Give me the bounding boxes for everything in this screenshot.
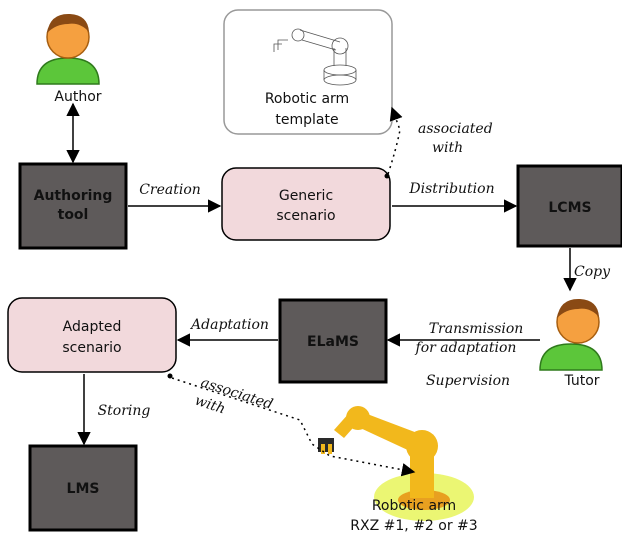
tutor-label: Tutor <box>563 373 599 389</box>
lms-box <box>28 444 138 532</box>
distribution-label: Distribution <box>408 181 494 197</box>
author-person-icon <box>36 13 100 85</box>
supervision-label: Supervision <box>426 373 510 389</box>
authoring-tool-label-line2: tool <box>58 207 89 223</box>
robotic-arm-label-line1: Robotic arm <box>372 498 456 514</box>
template-label-line1: Robotic arm <box>265 91 349 107</box>
creation-label: Creation <box>139 182 201 198</box>
generic-scenario-anchor-dot <box>384 173 390 179</box>
associated-with-1-line2: with <box>432 140 463 156</box>
adapted-scenario-box <box>7 297 177 373</box>
transmission-label-line1: Transmission <box>429 321 524 337</box>
adapted-scenario-label-line2: scenario <box>62 340 121 356</box>
associated-with-robot-arrow <box>171 377 416 477</box>
generic-scenario-label-line2: scenario <box>276 208 335 224</box>
elams-box <box>278 298 388 384</box>
lcms-label: LCMS <box>548 200 591 216</box>
copy-label: Copy <box>574 264 611 280</box>
robotic-arm-wireframe-icon <box>273 28 357 86</box>
lms-label: LMS <box>67 481 100 497</box>
generic-scenario-box <box>221 167 391 241</box>
robotic-arm-label-line2: RXZ #1, #2 or #3 <box>350 518 477 534</box>
elams-label: ELaMS <box>307 334 359 350</box>
storing-label: Storing <box>98 403 151 419</box>
template-label-line2: template <box>275 112 338 128</box>
tutor-person-icon <box>539 298 603 371</box>
generic-scenario-label-line1: Generic <box>279 188 333 204</box>
authoring-tool-label-line1: Authoring <box>34 188 113 204</box>
associated-with-1-line1: associated <box>418 121 493 137</box>
adaptation-label: Adaptation <box>189 317 269 333</box>
authoring-tool-box <box>18 162 128 250</box>
lcms-box <box>516 164 622 248</box>
robotic-arm-template-box <box>223 9 393 135</box>
adapted-scenario-label-line1: Adapted <box>63 319 122 335</box>
author-label: Author <box>54 89 101 105</box>
adapted-scenario-anchor-dot <box>167 373 173 379</box>
transmission-label-line2: for adaptation <box>415 340 517 356</box>
